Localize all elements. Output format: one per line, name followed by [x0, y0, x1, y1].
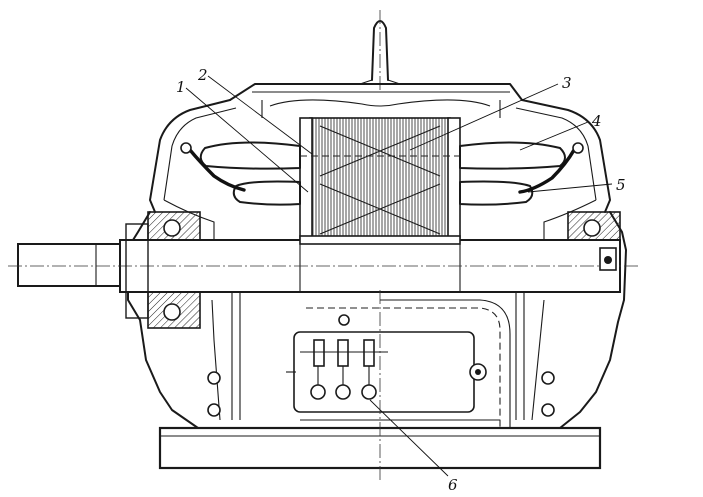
shaft: [8, 235, 640, 293]
callout-3: 3: [409, 74, 572, 151]
callout-2-label: 2: [197, 66, 208, 84]
callout-3-label: 3: [562, 74, 572, 92]
callout-6-label: 6: [448, 476, 458, 494]
callout-6: 6: [369, 399, 458, 494]
terminal-studs: [300, 339, 388, 400]
end-winding-upper: [199, 141, 566, 170]
callout-1-label: 1: [176, 78, 186, 96]
lifting-eye: [359, 10, 401, 90]
lead-cable: [180, 142, 584, 194]
callout-2: 2: [197, 66, 313, 155]
callout-5: 5: [527, 176, 626, 194]
terminal-box: [286, 299, 511, 440]
bearing-right: [567, 211, 621, 271]
callout-4: 4: [519, 112, 602, 151]
callout-5-label: 5: [616, 176, 626, 194]
callout-1: 1: [176, 78, 309, 193]
callout-4-label: 4: [591, 112, 602, 130]
bearing-left: [125, 211, 201, 329]
end-winding-lower: [232, 180, 534, 206]
motor-foot: [158, 290, 602, 480]
stator-core: [299, 117, 461, 239]
